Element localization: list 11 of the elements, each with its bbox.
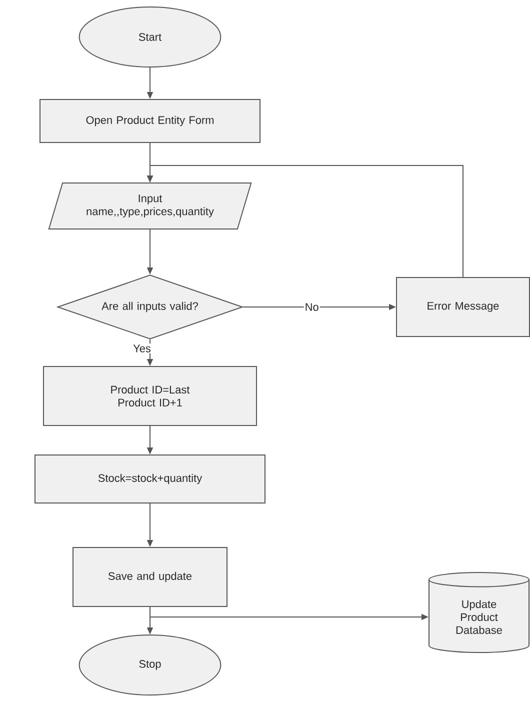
edge-label: Yes (132, 344, 152, 354)
input-parallelogram: Input name,,type,prices,quantity (48, 182, 252, 230)
process-box: Stock=stock+quantity (34, 454, 266, 504)
database-cylinder: Update Product Database (428, 572, 530, 653)
edge-label: No (304, 302, 320, 312)
process-box: Open Product Entity Form (40, 99, 260, 143)
process-box: Product ID=Last Product ID+1 (43, 366, 257, 426)
terminal-oval: Start (78, 6, 222, 68)
process-box: Save and update (72, 547, 228, 607)
terminal-oval: Stop (78, 634, 222, 696)
process-box: Error Message (396, 277, 530, 337)
